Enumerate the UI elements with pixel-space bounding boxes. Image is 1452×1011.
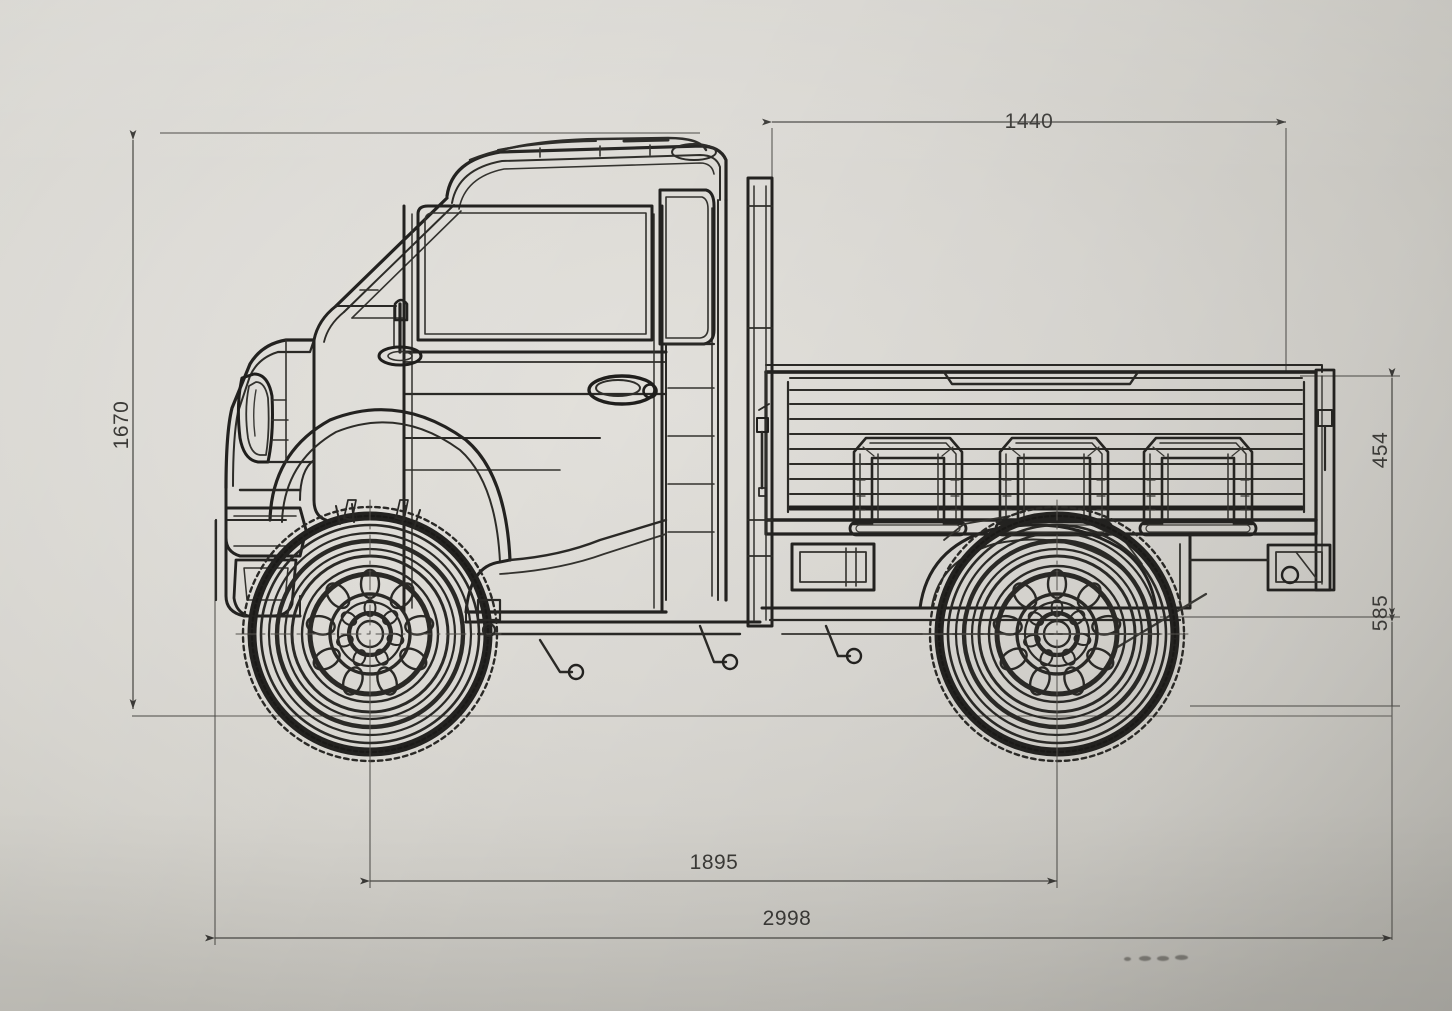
cab — [214, 136, 728, 624]
dim-label-wheelbase: 1895 — [690, 851, 739, 874]
dim-label-bed-length: 1440 — [1005, 110, 1054, 133]
chassis-underbody — [464, 515, 1318, 681]
cargo-bed — [764, 364, 1323, 536]
dim-label-bed-side-height: 454 — [1369, 432, 1392, 469]
bed-rear-post — [1314, 368, 1336, 592]
front-wheel — [236, 500, 504, 768]
front-suspension-detail — [335, 499, 502, 638]
dimension-labels: 1670 1440 454 585 1895 2998 — [110, 110, 1392, 930]
dimension-lines — [129, 118, 1400, 945]
dim-label-bed-floor-height: 585 — [1369, 595, 1392, 632]
side-mirror — [377, 298, 423, 367]
door-handle-icon — [587, 374, 658, 406]
rear-bumper-bracket — [1266, 543, 1332, 592]
bed-front-post — [746, 176, 774, 628]
dim-label-overall-length: 2998 — [763, 907, 812, 930]
front-fascia — [214, 338, 316, 618]
dim-label-overall-height: 1670 — [110, 401, 133, 450]
vehicle-outline — [214, 136, 1393, 768]
